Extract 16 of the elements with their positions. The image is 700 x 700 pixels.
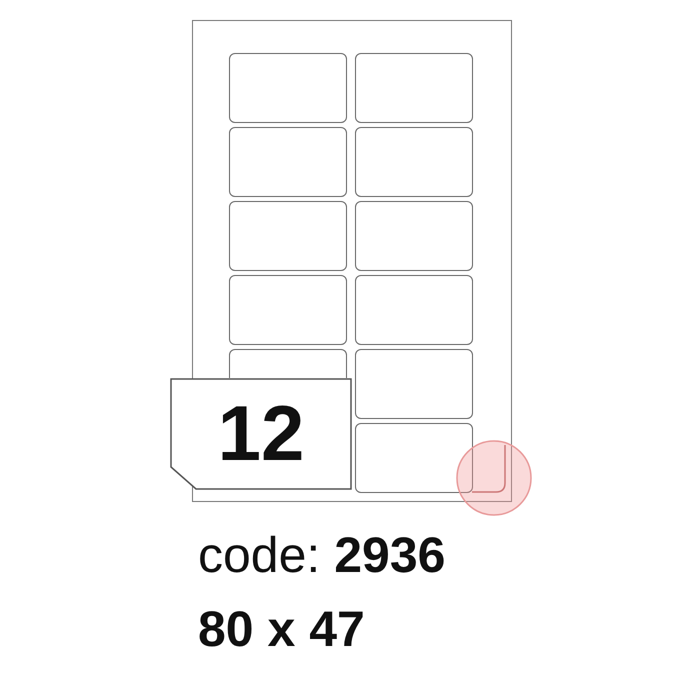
label-area xyxy=(229,201,347,271)
label-area xyxy=(355,53,473,123)
tag-shape xyxy=(170,378,352,490)
label-area xyxy=(355,275,473,345)
label-area xyxy=(229,53,347,123)
label-dimensions: 80 x 47 xyxy=(198,604,365,654)
label-sheet xyxy=(192,20,512,502)
label-area xyxy=(229,127,347,197)
label-area xyxy=(229,349,347,378)
label-area xyxy=(355,349,473,419)
label-area xyxy=(355,127,473,197)
label-area xyxy=(355,201,473,271)
product-code: code: 2936 xyxy=(198,530,446,580)
label-area xyxy=(355,423,473,493)
label-count: 12 xyxy=(216,394,306,472)
label-area xyxy=(229,275,347,345)
